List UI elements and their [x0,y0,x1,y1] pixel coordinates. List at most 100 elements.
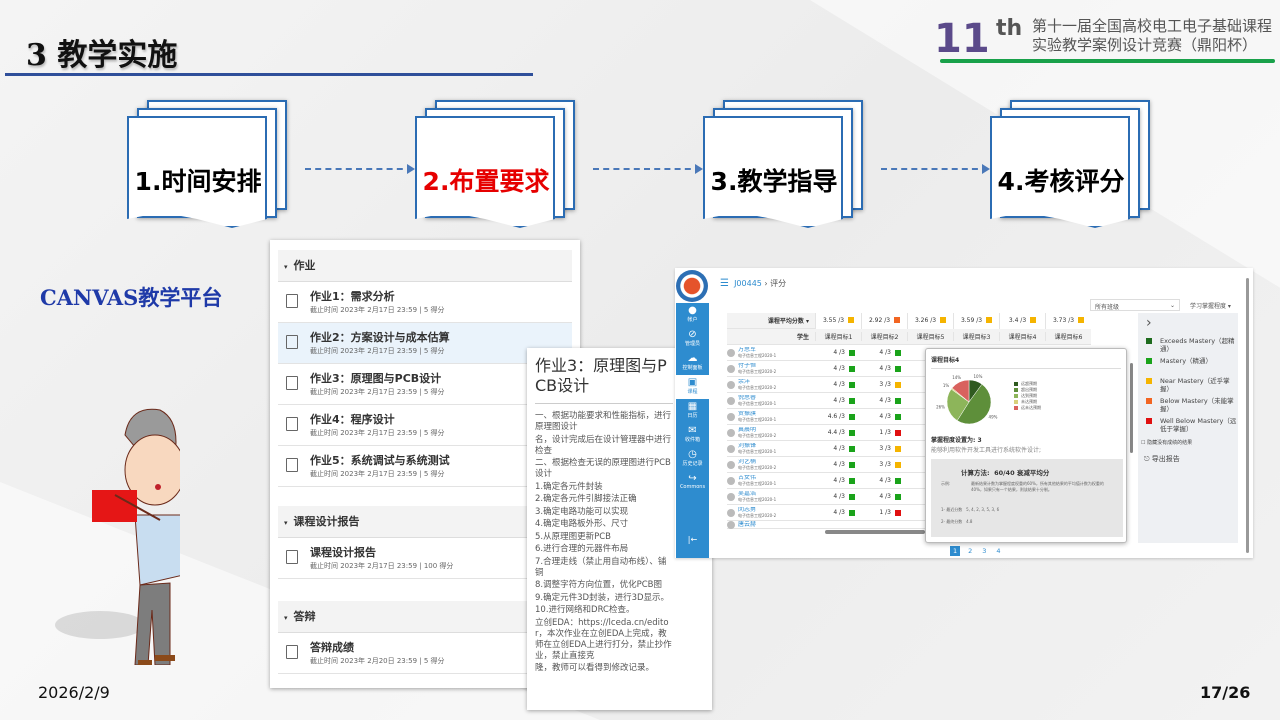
score-cell[interactable]: 1 /3 [861,509,907,516]
assignment-detail-title: 作业3：原理图与PCB设计 [535,356,667,395]
hide-empty-checkbox[interactable]: ☐ 隐藏没有成绩的结果 [1141,439,1238,446]
assignment-name[interactable]: 作业2：方案设计与成本估算 [310,331,450,344]
student-name[interactable]: 吴嘉浩 [738,490,757,497]
horizontal-scrollbar[interactable] [825,530,925,534]
nav-item[interactable]: ▣课程 [676,375,709,399]
assignment-item[interactable]: 作业3：原理图与PCB设计截止时间 2023年 2月17日 23:59 | 5 … [278,364,572,405]
class-filter-select[interactable]: 所有班级⌄ [1090,299,1180,311]
score-cell[interactable]: 4.4 /3 [815,429,861,436]
student-name[interactable]: 付子恒 [738,362,757,369]
column-header[interactable]: 课程目标4 [999,332,1045,341]
student-name[interactable]: 倪思睿 [738,394,757,401]
nav-item[interactable]: ●帐户 [676,303,709,327]
score-cell[interactable]: 4 /3 [815,365,861,372]
nav-label: 控制面板 [682,365,703,371]
final-label: 2- 最终分数 [941,519,963,524]
student-cell: 闵志勇电子信息工程2020-2 [727,507,815,519]
nav-item[interactable]: ↪Commons [676,471,709,495]
page-link[interactable]: 4 [996,547,1001,555]
score-cell[interactable]: 4 /3 [815,493,861,500]
step-3[interactable]: 3.教学指导 [703,100,863,235]
assignment-item[interactable]: 作业4：程序设计截止时间 2023年 2月17日 23:59 | 5 得分 [278,405,572,446]
assignment-icon [286,458,298,472]
menu-icon[interactable]: ☰ [720,278,729,289]
platform-label: CANVAS教学平台 [40,285,223,310]
score-cell[interactable]: 4 /3 [861,413,907,420]
column-header[interactable]: 课程目标2 [861,332,907,341]
score-cell[interactable]: 4 /3 [815,349,861,356]
student-name[interactable]: 古女伟 [738,474,757,481]
step-2[interactable]: 2.布置要求 [415,100,575,235]
page-scrollbar[interactable] [1246,278,1249,553]
assignment-name[interactable]: 作业3：原理图与PCB设计 [310,372,442,385]
assignment-name[interactable]: 作业5：系统调试与系统测试 [310,454,450,467]
score-cell[interactable]: 1 /3 [861,429,907,436]
section-header[interactable]: ▾答辩 [278,601,572,633]
column-header[interactable]: 课程目标3 [953,332,999,341]
section-header[interactable]: ▾课程设计报告 [278,506,572,538]
score-cell[interactable]: 4 /3 [815,381,861,388]
assignment-item[interactable]: 课程设计报告截止时间 2023年 2月17日 23:59 | 100 得分 [278,538,572,579]
column-header[interactable]: 课程目标5 [907,332,953,341]
assignment-item[interactable]: 作业2：方案设计与成本估算截止时间 2023年 2月17日 23:59 | 5 … [278,323,572,364]
column-header[interactable]: 课程目标6 [1045,332,1091,341]
nav-item[interactable]: ⊘管理员 [676,327,709,351]
student-name[interactable]: 刘艺楠 [738,458,757,465]
vertical-scrollbar[interactable] [1130,363,1133,453]
score-cell[interactable]: 4 /3 [861,349,907,356]
step-1[interactable]: 1.时间安排 [127,100,287,235]
breadcrumb-course[interactable]: J00445 [734,279,762,288]
assignment-name[interactable]: 作业1：需求分析 [310,290,395,303]
average-label[interactable]: 课程平均分数 ▾ [767,318,809,325]
student-name[interactable]: 余洋 [738,378,751,385]
student-header[interactable]: 学生 [796,334,809,341]
collapse-nav-icon[interactable]: |← [687,535,698,544]
assignment-name[interactable]: 课程设计报告 [310,546,376,559]
student-name[interactable]: 万思军 [738,346,757,353]
page-link[interactable]: 3 [982,547,987,555]
logo-line2: 实验教学案例设计竞赛（鼎阳杯） [1032,36,1258,54]
score-cell[interactable]: 4.6 /3 [815,413,861,420]
nav-item[interactable]: ☁控制面板 [676,351,709,375]
page-link[interactable]: 2 [968,547,973,555]
nav-item[interactable]: ✉收件箱 [676,423,709,447]
score-cell[interactable]: 4 /3 [861,493,907,500]
assignment-name[interactable]: 作业4：程序设计 [310,413,395,426]
assignment-name[interactable]: 答辩成绩 [310,641,354,654]
score-cell[interactable]: 4 /3 [861,397,907,404]
checkbox-icon[interactable]: ☐ [1141,440,1148,446]
assignment-item[interactable]: 作业5：系统调试与系统测试截止时间 2023年 2月17日 23:59 | 5 … [278,446,572,487]
chevron-right-icon[interactable]: › [1146,315,1152,331]
score-cell[interactable]: 4 /3 [861,365,907,372]
student-cell: 付子恒电子信息工程2020-2 [727,363,815,375]
student-name[interactable]: 刘振锋 [738,442,757,449]
score-cell[interactable]: 4 /3 [815,397,861,404]
student-name[interactable]: 冀晨明 [738,426,757,433]
view-select[interactable]: 学习掌握程度 ▾ [1190,303,1231,310]
assignment-meta: 截止时间 2023年 2月17日 23:59 | 5 得分 [310,429,445,437]
step-4[interactable]: 4.考核评分 [990,100,1150,235]
score-cell[interactable]: 4 /3 [815,477,861,484]
score-cell[interactable]: 3 /3 [861,381,907,388]
average-value: 3.26 /3 [914,316,937,324]
assignment-item[interactable]: 作业1：需求分析截止时间 2023年 2月17日 23:59 | 5 得分 [278,282,572,323]
nav-item[interactable]: ◷历史记录 [676,447,709,471]
student-name[interactable]: 闵志勇 [738,506,757,513]
student-name[interactable]: 贺振旗 [738,410,757,417]
score-cell[interactable]: 4 /3 [815,461,861,468]
mastery-legend-item: Mastery（精通） [1146,357,1238,373]
assignment-item[interactable]: 答辩成绩截止时间 2023年 2月20日 23:59 | 5 得分 [278,633,572,674]
section-header[interactable]: ▾作业 [278,250,572,282]
score-cell[interactable]: 4 /3 [815,509,861,516]
page-link[interactable]: 1 [950,546,961,556]
student-name[interactable]: 唐云赫 [738,520,757,528]
nav-icon: ▣ [687,377,698,388]
score-cell[interactable]: 3 /3 [861,461,907,468]
score-cell[interactable]: 4 /3 [815,445,861,452]
column-header[interactable]: 课程目标1 [815,332,861,341]
score-cell[interactable]: 3 /3 [861,445,907,452]
score-cell[interactable]: 4 /3 [861,477,907,484]
export-report-button[interactable]: ⎋ 导出报告 [1144,454,1238,464]
assignment-meta: 截止时间 2023年 2月17日 23:59 | 5 得分 [310,470,445,478]
nav-item[interactable]: ▦日历 [676,399,709,423]
